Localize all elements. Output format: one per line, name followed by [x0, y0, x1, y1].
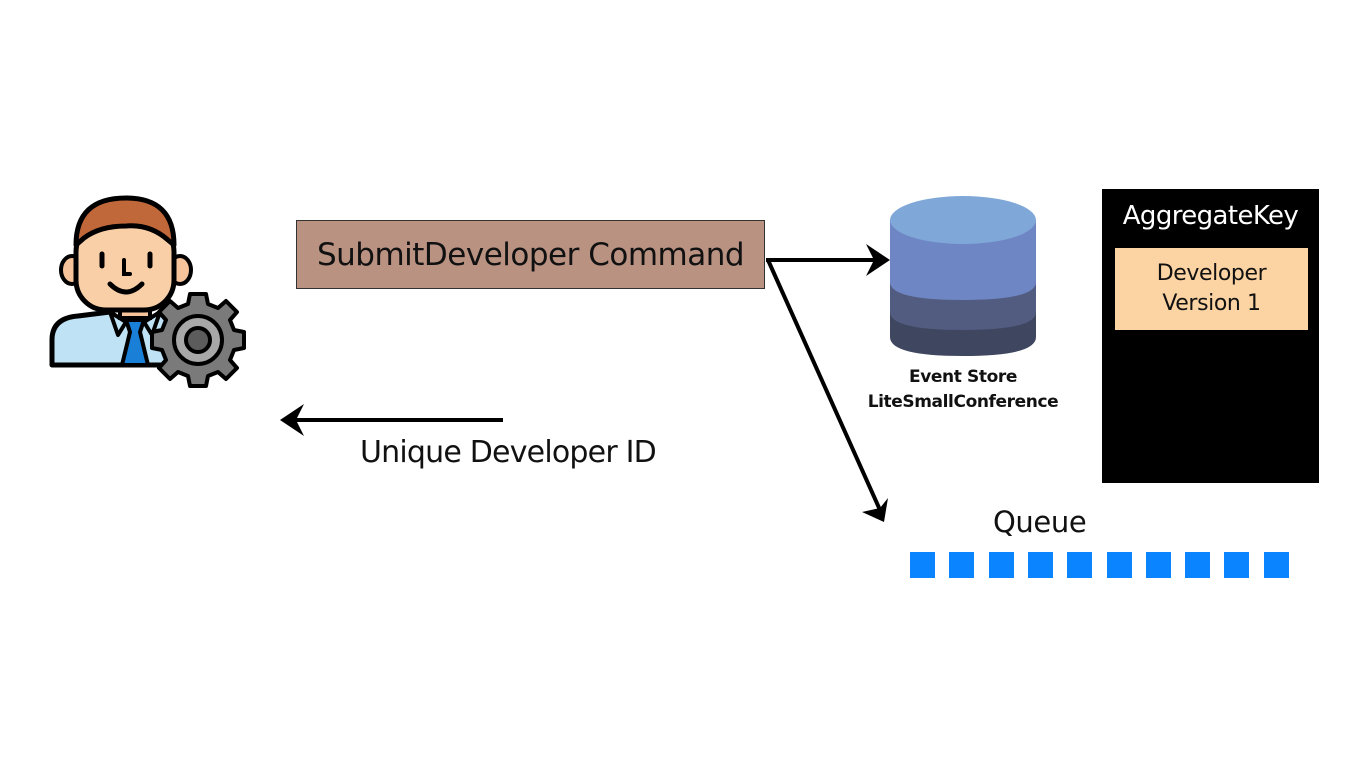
aggregate-entry-name: Developer: [1156, 261, 1267, 286]
event-store-name: LiteSmallConference: [867, 392, 1059, 412]
queue-items: [910, 552, 1290, 580]
submit-developer-command-box: SubmitDeveloper Command: [296, 220, 765, 289]
aggregate-entry: Developer Version 1: [1115, 248, 1308, 330]
queue-item: [1264, 552, 1289, 578]
unique-developer-id-label: Unique Developer ID: [360, 435, 657, 470]
queue-item: [1028, 552, 1053, 578]
arrow-head-reply: [280, 404, 304, 436]
aggregate-panel: AggregateKey Developer Version 1: [1102, 189, 1319, 483]
queue-item: [1067, 552, 1092, 578]
database-cylinder-icon: [890, 196, 1036, 356]
aggregate-entry-version: Version 1: [1162, 291, 1261, 316]
queue-label: Queue: [993, 505, 1087, 539]
queue-item: [989, 552, 1014, 578]
arrow-to-queue: [766, 259, 882, 511]
event-store-title: Event Store: [909, 367, 1017, 387]
queue-item: [949, 552, 974, 578]
queue-item: [1146, 552, 1171, 578]
queue-item: [1224, 552, 1249, 578]
arrow-head-queue: [862, 498, 888, 522]
aggregate-key-title: AggregateKey: [1122, 201, 1299, 231]
developer-gear-icon: [49, 195, 246, 388]
queue-item: [910, 552, 935, 578]
arrow-head-event-store: [866, 244, 890, 276]
queue-item: [1185, 552, 1210, 578]
queue-item: [1107, 552, 1132, 578]
